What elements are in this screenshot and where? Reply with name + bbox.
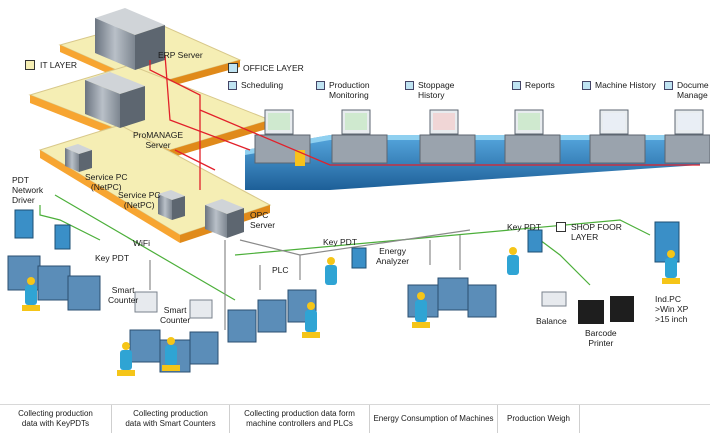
office-layer-legend: OFFICE LAYER [228, 63, 304, 73]
service-pc-1-icon [65, 144, 92, 172]
footer-caption-smart-counters: Collecting production data with Smart Co… [112, 405, 230, 433]
key-pdt-1-label: Key PDT [95, 253, 130, 263]
office-module-reports: Reports [512, 80, 555, 90]
service-pc-2-label: Service PC (NetPC) [118, 190, 161, 210]
office-module-scheduling: Scheduling [228, 80, 283, 90]
footer-caption-weigh: Production Weigh [498, 405, 580, 433]
barcode-printer-label: Barcode Printer [585, 328, 617, 348]
office-module-machine-history: Machine History [582, 80, 656, 90]
footer-caption-plcs: Collecting production data form machine … [230, 405, 370, 433]
promanage-server-label: ProMANAGE Server [133, 130, 184, 150]
key-pdt-3-label: Key PDT [507, 222, 542, 232]
erp-server-label: ERP Server [158, 50, 203, 60]
network-lines-green [39, 194, 651, 301]
plc-label: PLC [272, 265, 289, 275]
footer-caption-empty [580, 405, 710, 433]
wifi-label: WiFi [133, 238, 150, 248]
office-module-production-monitoring: Production Monitoring [316, 80, 370, 100]
footer-caption-energy: Energy Consumption of Machines [370, 405, 498, 433]
footer-caption-keypdts: Collecting production data with KeyPDTs [0, 405, 112, 433]
worker-figures [22, 247, 680, 376]
opc-server-icon [205, 199, 244, 238]
opc-server-label: OPC Server [250, 210, 276, 230]
office-layer-label: OFFICE LAYER [243, 63, 304, 73]
office-module-stoppage-history: Stoppage History [405, 80, 454, 100]
office-layer-swatch [228, 63, 238, 73]
it-layer-label: IT LAYER [40, 60, 78, 70]
office-workstations [254, 109, 710, 166]
shop-layer-label: SHOP FOOR LAYER [571, 222, 622, 242]
smart-counter-2-label: Smart Counter [160, 305, 191, 325]
erp-server-icon [95, 8, 165, 70]
service-pc-2-icon [158, 190, 185, 220]
energy-analyzer-label: Energy Analyzer [376, 246, 410, 266]
service-pc-1-label: Service PC (NetPC) [85, 172, 128, 192]
promanage-server-icon [85, 72, 145, 128]
network-lines-red [149, 54, 700, 190]
key-pdt-2-label: Key PDT [323, 237, 358, 247]
it-layer-swatch [25, 60, 35, 70]
ind-pc-label: Ind.PC >Win XP >15 inch [655, 294, 689, 324]
smart-counter-1-label: Smart Counter [108, 285, 139, 305]
balance-label: Balance [536, 316, 567, 326]
office-module-document-management: Docume Manage [664, 80, 709, 100]
shop-layer-legend: SHOP FOOR LAYER [556, 222, 622, 242]
shop-layer-swatch [556, 222, 566, 232]
it-layer-legend: IT LAYER [25, 60, 77, 70]
network-lines-gray [149, 229, 471, 330]
pdt-network-driver-label: PDT Network Driver [12, 175, 44, 205]
footer-captions: Collecting production data with KeyPDTs … [0, 404, 710, 433]
